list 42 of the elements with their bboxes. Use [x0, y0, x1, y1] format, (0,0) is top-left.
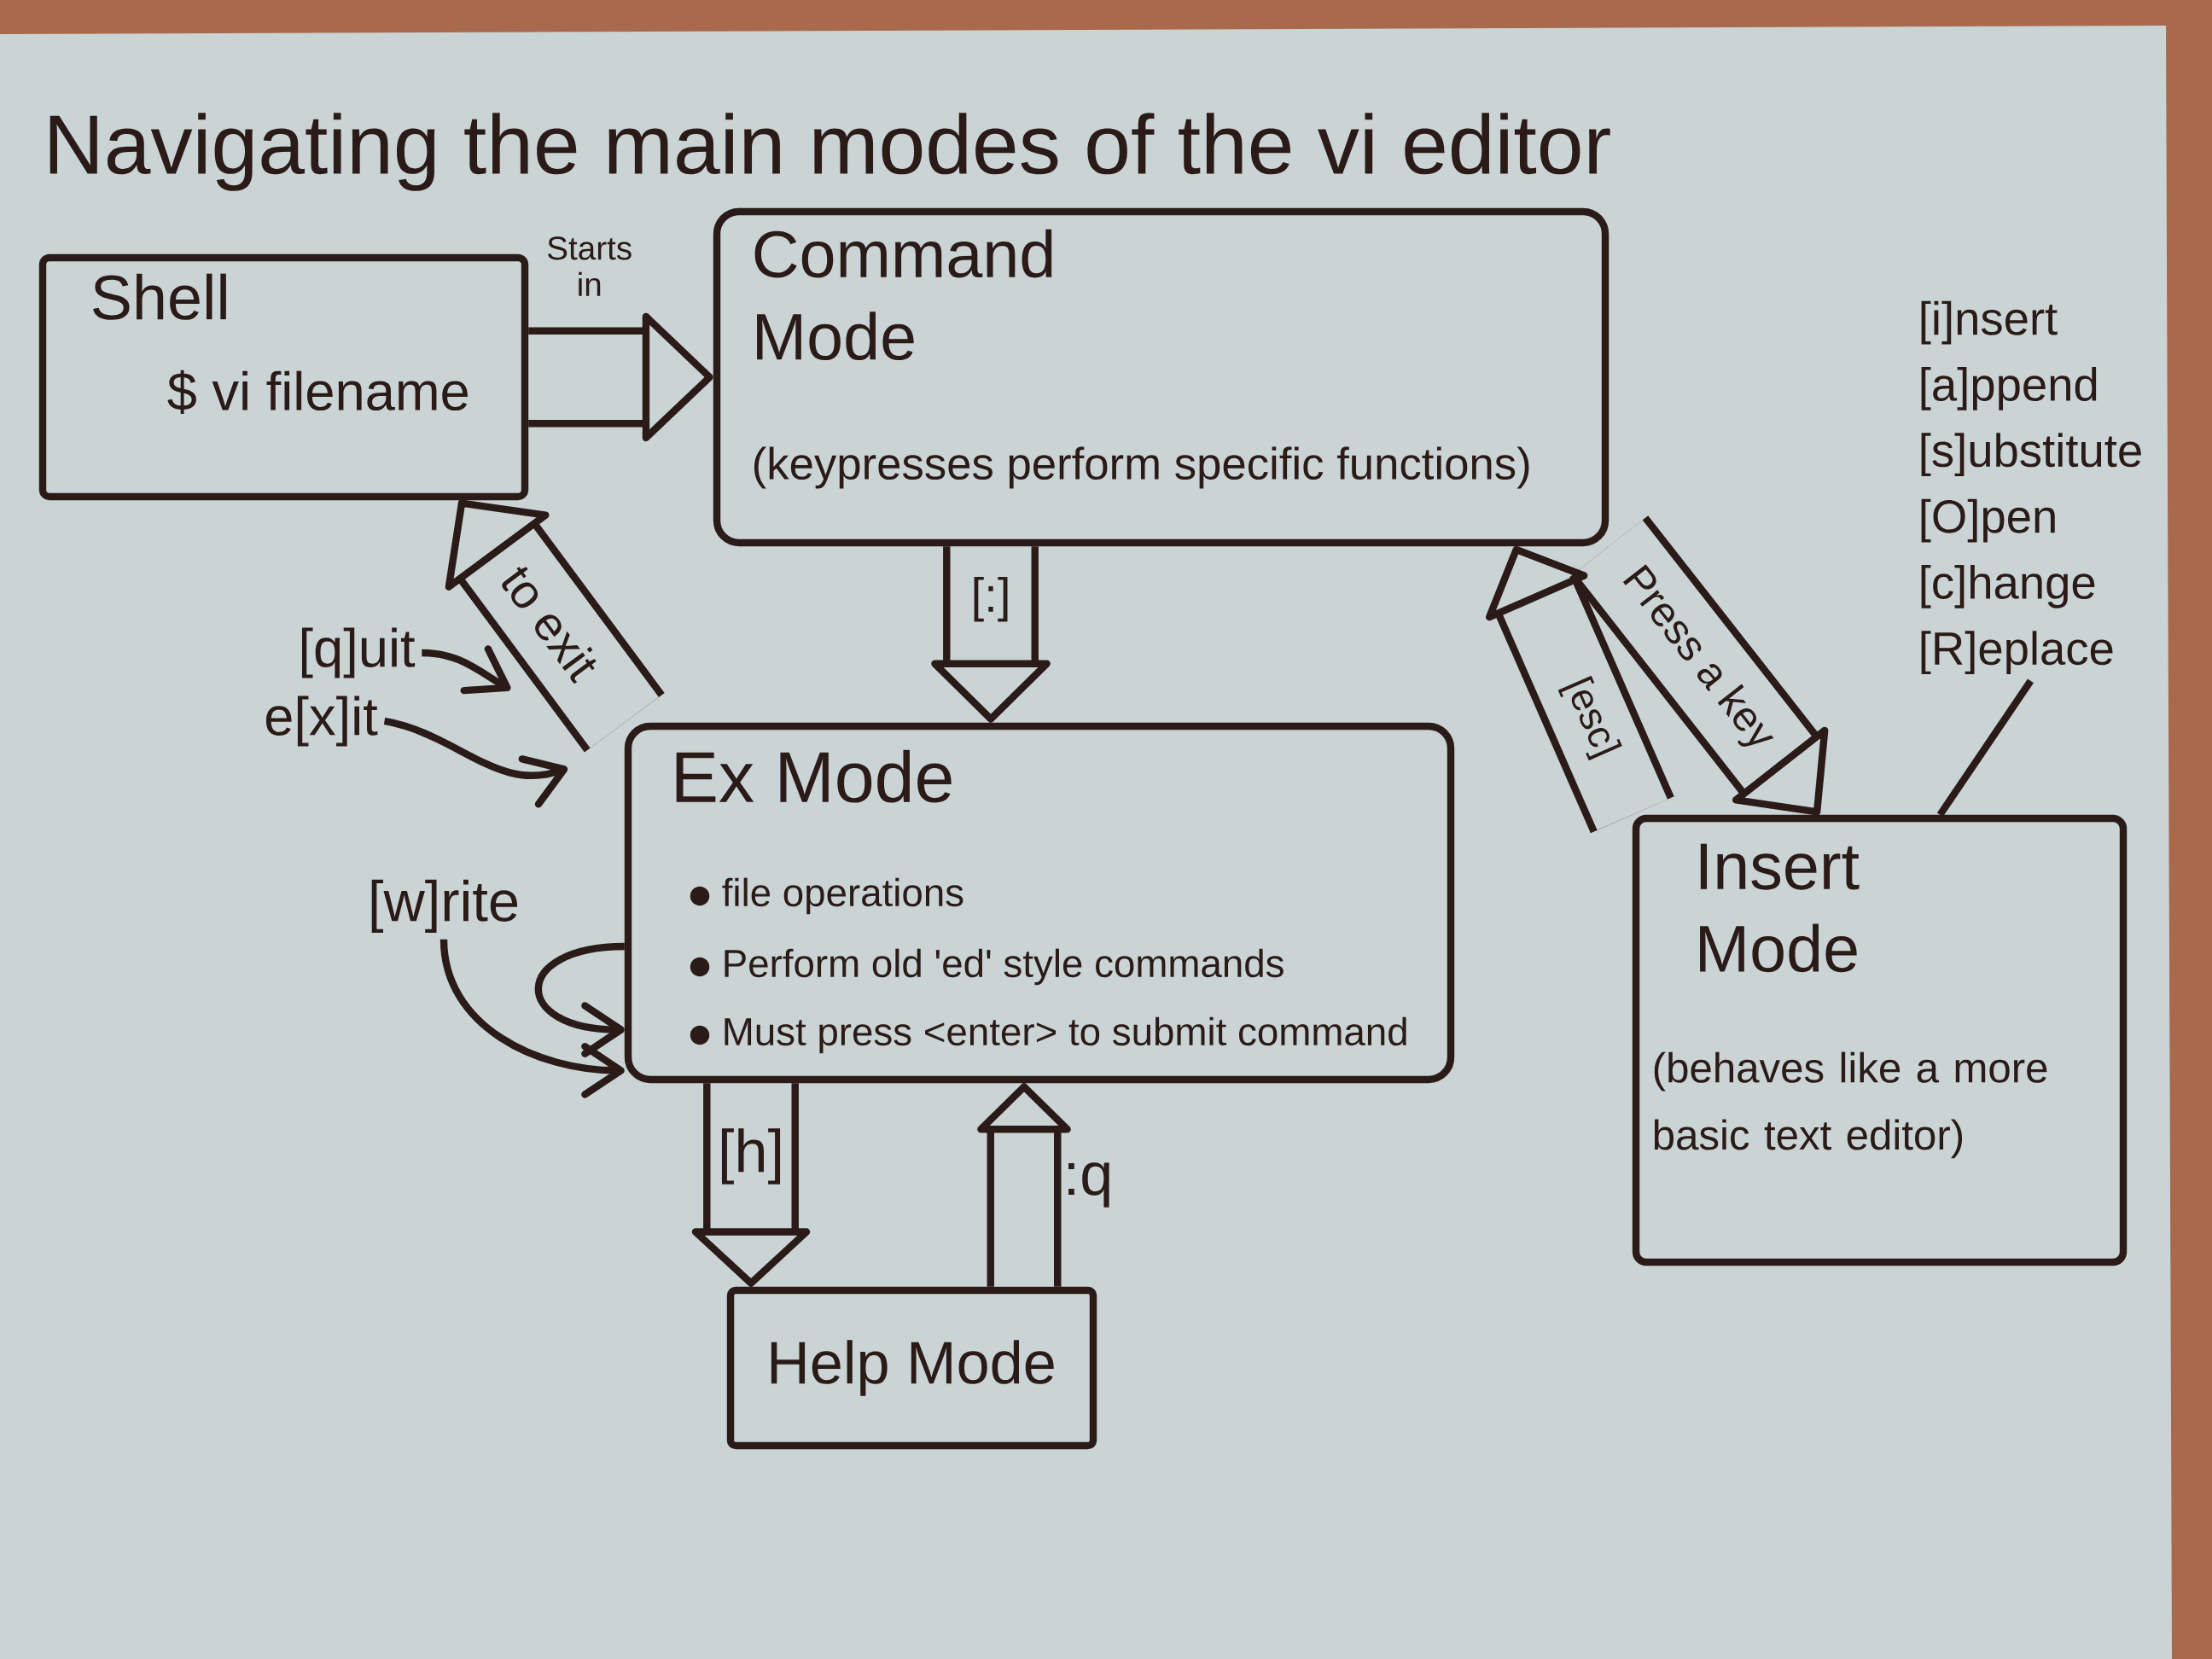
edge-label: [:]	[974, 577, 1008, 622]
arrow	[439, 939, 625, 1098]
block-arrow	[977, 1083, 1071, 1287]
key-command-text: [s]ubstitute	[1921, 433, 2141, 477]
block-arrow	[1569, 515, 1829, 816]
key-command-text: [c]hange	[1921, 565, 2095, 608]
command-text: $ vi filename	[167, 370, 468, 414]
description-text: (behaves like a more basic text editor)	[1654, 1051, 2047, 1159]
mode-box	[713, 207, 1610, 547]
box-title: Insert Mode	[1700, 843, 1860, 973]
arrow	[383, 717, 568, 808]
block-arrow	[691, 1083, 811, 1287]
mode-box	[624, 722, 1455, 1084]
key-command-text: [i]nsert	[1921, 300, 2058, 345]
shell-box	[38, 253, 529, 501]
block-arrow	[1486, 545, 1674, 834]
block-arrow	[931, 546, 1051, 723]
edge-label: [h]	[721, 1128, 781, 1185]
block-arrow	[445, 499, 665, 753]
key-command-text: [O]pen	[1921, 498, 2055, 543]
command-label: [q]uit	[301, 627, 416, 678]
block-arrow	[528, 312, 713, 442]
box-title: Ex Mode	[676, 749, 952, 803]
bullet-text: Perform old 'ed' style commands	[725, 948, 1284, 986]
diagram-title: Navigating the main modes of the vi editor	[49, 113, 1610, 191]
edge-label: Starts in	[548, 236, 632, 296]
edge-label: :q	[1068, 1162, 1109, 1208]
bullet-text: file operations	[722, 877, 963, 915]
box-title: Help Mode	[771, 1340, 1054, 1396]
mode-box	[726, 1286, 1097, 1450]
leader-line	[1936, 678, 2034, 818]
mode-box	[1632, 814, 2128, 1266]
key-command-text: [a]ppend	[1921, 367, 2097, 410]
edge-label: [esc]	[1557, 675, 1622, 761]
bullet-text: Must press <enter> to submit command	[725, 1016, 1406, 1054]
box-title: Command Mode	[754, 229, 1052, 361]
description-text: (keypresses perform specific functions)	[754, 446, 1529, 489]
key-command-text: [R]eplace	[1921, 631, 2113, 675]
edge-label: to exit	[502, 567, 597, 684]
command-label: e[x]it	[265, 696, 378, 747]
box-title: Shell	[93, 273, 226, 320]
command-label: [w]rite	[371, 879, 518, 934]
